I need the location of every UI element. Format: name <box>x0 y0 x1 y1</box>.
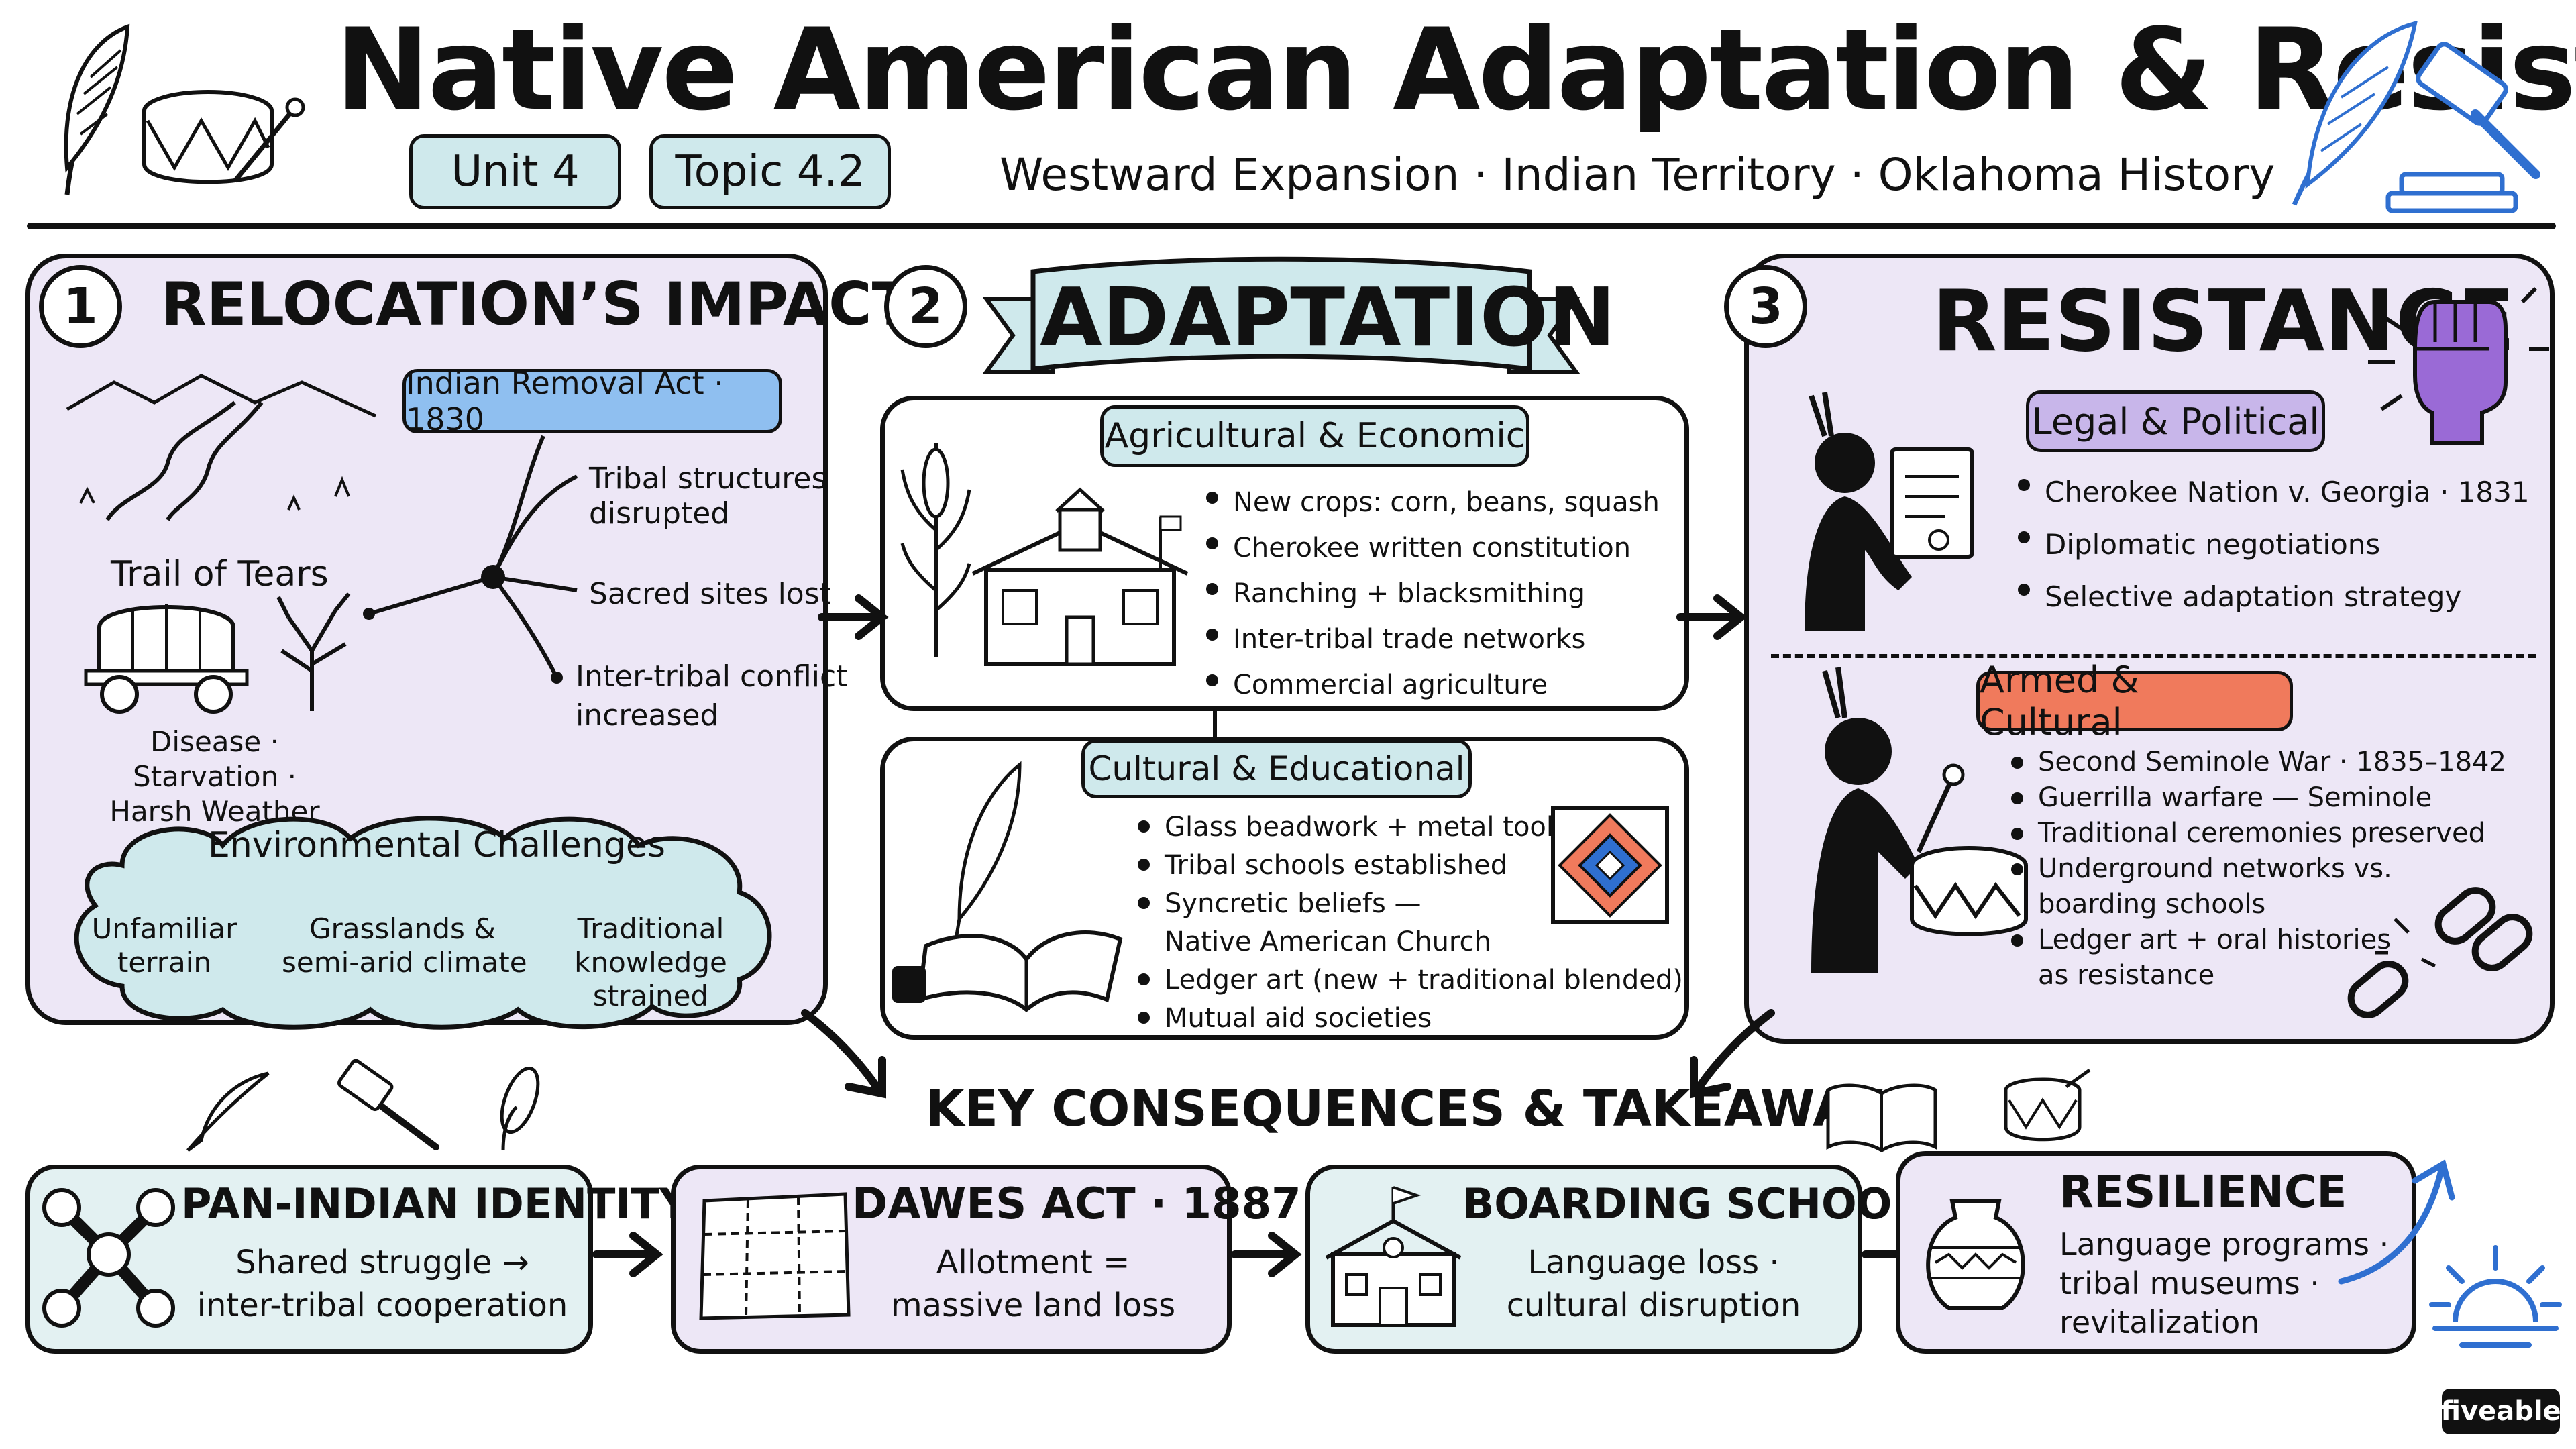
armed-item: Guerrilla warfare — Seminole <box>2006 780 2506 816</box>
header-divider <box>27 223 2556 229</box>
legal-item: Cherokee Nation v. Georgia · 1831 <box>2012 466 2530 519</box>
agri-item: Cherokee written constitution <box>1201 525 1660 571</box>
legal-list: Cherokee Nation v. Georgia · 1831 Diplom… <box>2012 466 2530 623</box>
consequence-text-pan-indian: Shared struggle →inter-tribal cooperatio… <box>197 1244 568 1324</box>
legal-title: Legal & Political <box>2026 390 2325 452</box>
corn-icon <box>900 443 971 657</box>
wagon-icon <box>84 604 249 714</box>
legal-item: Diplomatic negotiations <box>2012 519 2530 571</box>
resistance-dashed-divider <box>1771 654 2536 658</box>
hands-icon <box>42 1188 175 1328</box>
environmental-cloud <box>74 816 772 1030</box>
quill-book-icon <box>892 761 1123 1012</box>
consequence-title-dawes: DAWES ACT · 1887 <box>852 1179 1301 1229</box>
corn-icon <box>500 1066 540 1151</box>
gavel-icon <box>2385 42 2540 213</box>
consequence-title-resilience: RESILIENCE <box>2059 1166 2347 1218</box>
rising-arrow-icon <box>2338 1159 2455 1285</box>
env-item-grasslands: Grasslands &semi-arid climate <box>282 912 527 979</box>
drum-icon <box>142 90 305 184</box>
feather-icon <box>186 1071 270 1152</box>
section-number-2: 2 <box>884 265 967 348</box>
cultural-list: Glass beadwork + metal tools Tribal scho… <box>1132 808 1683 1038</box>
arrow-curve-right <box>1690 1009 1775 1099</box>
arrow-curve-left <box>801 1009 886 1099</box>
impact-connector-lines <box>363 435 578 684</box>
pot-icon <box>1926 1199 2025 1310</box>
cultural-title: Cultural & Educational <box>1081 739 1472 798</box>
fist-icon <box>2368 286 2549 445</box>
broken-chain-icon <box>2347 887 2533 1018</box>
relocation-heading: RELOCATION’S IMPACT <box>161 270 912 339</box>
map-icon <box>699 1192 851 1320</box>
open-book-icon <box>1826 1083 1937 1152</box>
arrow-right-2 <box>1676 594 1748 640</box>
environmental-title: Environmental Challenges <box>208 825 665 865</box>
cult-item: Glass beadwork + metal tools <box>1132 808 1683 847</box>
consequence-text-dawes: Allotment =massive land loss <box>890 1244 1176 1324</box>
school-icon <box>1325 1186 1462 1327</box>
feather-icon <box>2292 20 2418 206</box>
cult-item: Ledger art (new + traditional blended) <box>1132 961 1683 1000</box>
gavel-icon <box>337 1059 439 1150</box>
arrow-right-4 <box>1231 1232 1302 1277</box>
consequence-title-boarding: BOARDING SCHOOLS <box>1462 1179 1949 1228</box>
agri-item: New crops: corn, beans, squash <box>1201 480 1660 525</box>
effect-sacred-sites: Sacred sites lost <box>589 577 831 611</box>
armed-item: Traditional ceremonies preserved <box>2006 816 2506 851</box>
cult-item: Tribal schools established <box>1132 847 1683 885</box>
schoolhouse-icon <box>971 487 1189 666</box>
cult-item: Syncretic beliefs —Native American Churc… <box>1132 885 1683 961</box>
page-title: Native American Adaptation & Resistance <box>335 4 2576 136</box>
figure-with-document-icon <box>1805 392 1974 631</box>
drum-icon <box>2004 1068 2091 1142</box>
cult-item: Mutual aid societies <box>1132 1000 1683 1038</box>
arrow-right-1 <box>818 594 889 640</box>
key-consequences-heading: KEY CONSEQUENCES & TAKEAWAYS <box>926 1080 1919 1138</box>
bare-tree-icon <box>276 592 351 711</box>
trail-of-tears-label: Trail of Tears <box>111 554 329 594</box>
quilt-icon <box>1551 806 1669 924</box>
indian-removal-act-badge: Indian Removal Act · 1830 <box>402 365 782 437</box>
section-number-1: 1 <box>39 265 122 348</box>
agri-item: Inter-tribal trade networks <box>1201 616 1660 662</box>
agricultural-list: New crops: corn, beans, squash Cherokee … <box>1201 480 1660 708</box>
agri-cult-connector <box>1213 711 1217 738</box>
legal-item: Selective adaptation strategy <box>2012 571 2530 623</box>
adaptation-heading: ADAPTATION <box>1040 272 1616 365</box>
section-number-3: 3 <box>1724 265 1807 348</box>
armed-item: Second Seminole War · 1835–1842 <box>2006 745 2506 780</box>
consequence-title-pan-indian: PAN-INDIAN IDENTITY <box>181 1179 690 1228</box>
consequence-text-boarding: Language loss ·cultural disruption <box>1506 1244 1801 1324</box>
figure-with-drum-icon <box>1811 667 2028 973</box>
agri-item: Commercial agriculture <box>1201 662 1660 708</box>
adaptation-banner <box>982 256 1580 374</box>
agri-item: Ranching + blacksmithing <box>1201 571 1660 616</box>
topic-badge: Topic 4.2 <box>649 134 891 209</box>
agricultural-title: Agricultural & Economic <box>1100 405 1529 467</box>
arrow-right-3 <box>592 1232 663 1277</box>
unit-badge: Unit 4 <box>409 134 621 209</box>
sunrise-icon <box>2429 1245 2562 1348</box>
armed-list: Second Seminole War · 1835–1842 Guerrill… <box>2006 745 2506 994</box>
armed-item: Underground networks vs.boarding schools <box>2006 851 2506 922</box>
trail-landscape-icon <box>66 374 377 521</box>
brand-logo: fiveable <box>2440 1389 2561 1434</box>
page-subtitle: Westward Expansion · Indian Territory · … <box>1000 149 2275 201</box>
feather-icon <box>64 23 130 195</box>
consequence-text-resilience: Language programs ·tribal museums ·revit… <box>2059 1226 2390 1340</box>
